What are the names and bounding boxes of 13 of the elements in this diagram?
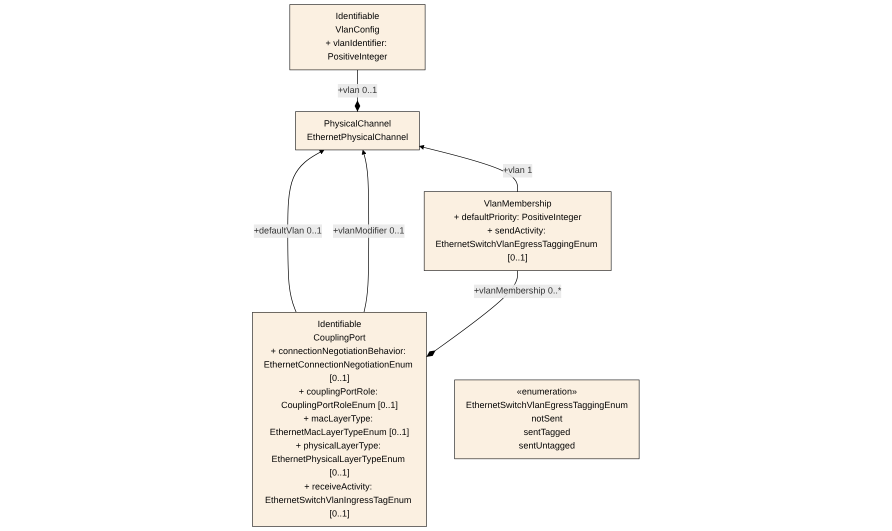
- node-box: PhysicalChannel EthernetPhysicalChannel: [295, 111, 420, 150]
- node-box: «enumeration» EthernetSwitchVlanEgressTaggingEnum notSent sentTagged sentUntagged: [454, 380, 640, 460]
- edge-label: +vlan 1: [503, 166, 532, 176]
- arrow: [362, 150, 370, 313]
- arrow: [419, 144, 518, 192]
- edge-label: +vlanMembership 0..*: [474, 286, 562, 296]
- edge-label: +vlan 0..1: [338, 86, 378, 96]
- arrow: [288, 150, 324, 313]
- node-box: VlanMembership + defaultPriority: PositiveInteger + sendActivity: EthernetSwitchVlanEgressTaggingEnum [0..1]: [424, 191, 612, 271]
- edge-label: +defaultVlan 0..1: [254, 226, 322, 236]
- edge-label: +vlanModifier 0..1: [333, 226, 405, 236]
- node-box: Identifiable VlanConfig + vlanIdentifier: PositiveInteger: [290, 4, 426, 70]
- node-box: Identifiable CouplingPort + connectionNegotiationBehavior: EthernetConnectionNegotiationEnum [0..1] + couplingPortRole: CouplingPortRoleEnum [0..1] + macLayerType: EthernetMacLayerTypeEnum [0..1] + physicalLayerType: EthernetPhysicalLayerTypeEnum [0..1] + receiveActivity: EthernetSwitchVlanIngressTagEnum [0..1]: [252, 312, 427, 527]
